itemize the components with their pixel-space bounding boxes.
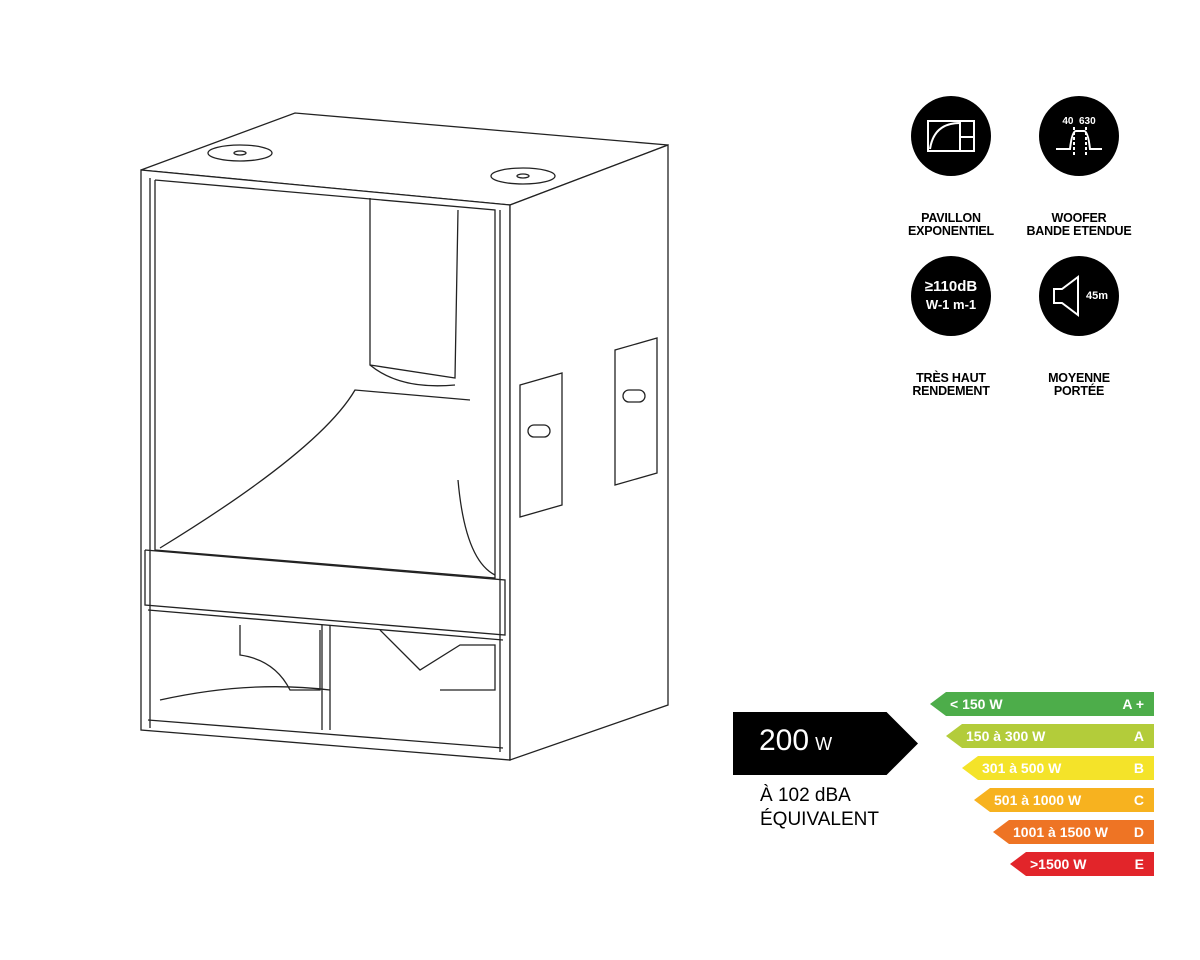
energy-class: A [1133, 728, 1144, 744]
icon-text: ≥110dB [924, 278, 978, 295]
energy-class: E [1134, 856, 1144, 872]
power-subtitle-line: ÉQUIVALENT [760, 809, 879, 830]
speaker-range-icon: 45m [1039, 256, 1119, 336]
energy-class: D [1133, 824, 1144, 840]
energy-class: B [1133, 760, 1144, 776]
icon-text: 630 [1079, 115, 1096, 127]
energy-bar-a: 150 à 300 W A [946, 724, 1154, 748]
icon-text: W-1 m-1 [925, 297, 977, 312]
speaker-cabinet-drawing [140, 112, 669, 761]
energy-bar-d: 1001 à 1500 W D [993, 820, 1154, 844]
energy-range: 301 à 500 W [982, 760, 1062, 776]
power-value: 200 [759, 724, 810, 757]
feature-label: EXPONENTIEL [907, 224, 994, 238]
energy-bar-e: >1500 W E [1010, 852, 1154, 876]
feature-label: PORTÉE [1053, 384, 1105, 398]
icon-text: 40 [1062, 115, 1074, 127]
feature-label: BANDE ETENDUE [1026, 224, 1132, 238]
energy-bar-b: 301 à 500 W B [962, 756, 1154, 780]
power-subtitle: À 102 dBA ÉQUIVALENT [760, 784, 879, 832]
energy-range: < 150 W [950, 696, 1003, 712]
energy-class: C [1133, 792, 1144, 808]
energy-range: 150 à 300 W [966, 728, 1046, 744]
feature-label: RENDEMENT [912, 384, 990, 398]
power-subtitle-line: À 102 dBA [760, 785, 851, 806]
feature-label: TRÈS HAUT [916, 371, 986, 385]
sensitivity-icon: ≥110dB W-1 m-1 [911, 256, 991, 336]
feature-label: MOYENNE [1048, 371, 1110, 385]
frequency-band-icon: 40 630 [1039, 96, 1119, 176]
golden-ratio-horn-icon [911, 96, 991, 176]
feature-label: PAVILLON [921, 211, 981, 225]
energy-class: A + [1122, 696, 1144, 712]
icon-text: 45m [1085, 290, 1109, 302]
power-unit: W [815, 734, 833, 754]
energy-range: >1500 W [1030, 856, 1087, 872]
energy-bar-a-plus: < 150 W A + [930, 692, 1154, 716]
energy-bar-c: 501 à 1000 W C [974, 788, 1154, 812]
energy-range: 1001 à 1500 W [1013, 824, 1108, 840]
energy-range: 501 à 1000 W [994, 792, 1082, 808]
feature-label: WOOFER [1051, 211, 1107, 225]
